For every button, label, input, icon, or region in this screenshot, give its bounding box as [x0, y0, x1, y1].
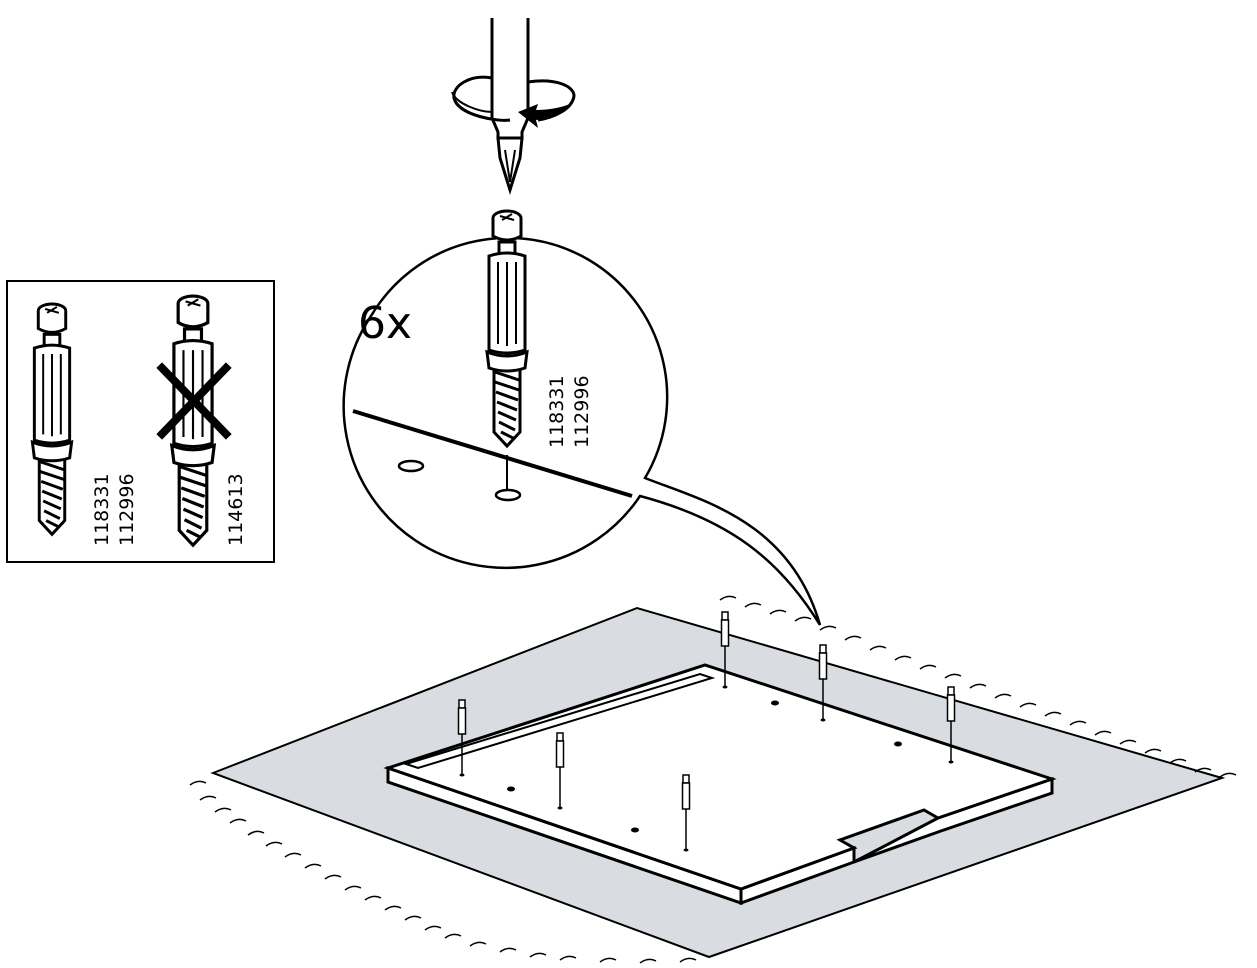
cross-icon [156, 362, 232, 440]
wrong-part-number: 114613 [225, 473, 247, 546]
rotate-arrow-icon [451, 75, 576, 128]
correct-part-number-1: 118331 [91, 473, 113, 546]
screwdriver-icon [490, 18, 530, 196]
detail-callout [342, 236, 822, 626]
floor-hatching [189, 595, 1237, 964]
detail-part-number-1: 118331 [546, 375, 568, 448]
panel [383, 663, 1057, 906]
detail-part-number-2: 112996 [571, 375, 593, 448]
correct-part-number-2: 112996 [116, 473, 138, 546]
quantity-label: 6x [358, 298, 412, 349]
info-box: 118331 112996 114613 [6, 280, 275, 563]
